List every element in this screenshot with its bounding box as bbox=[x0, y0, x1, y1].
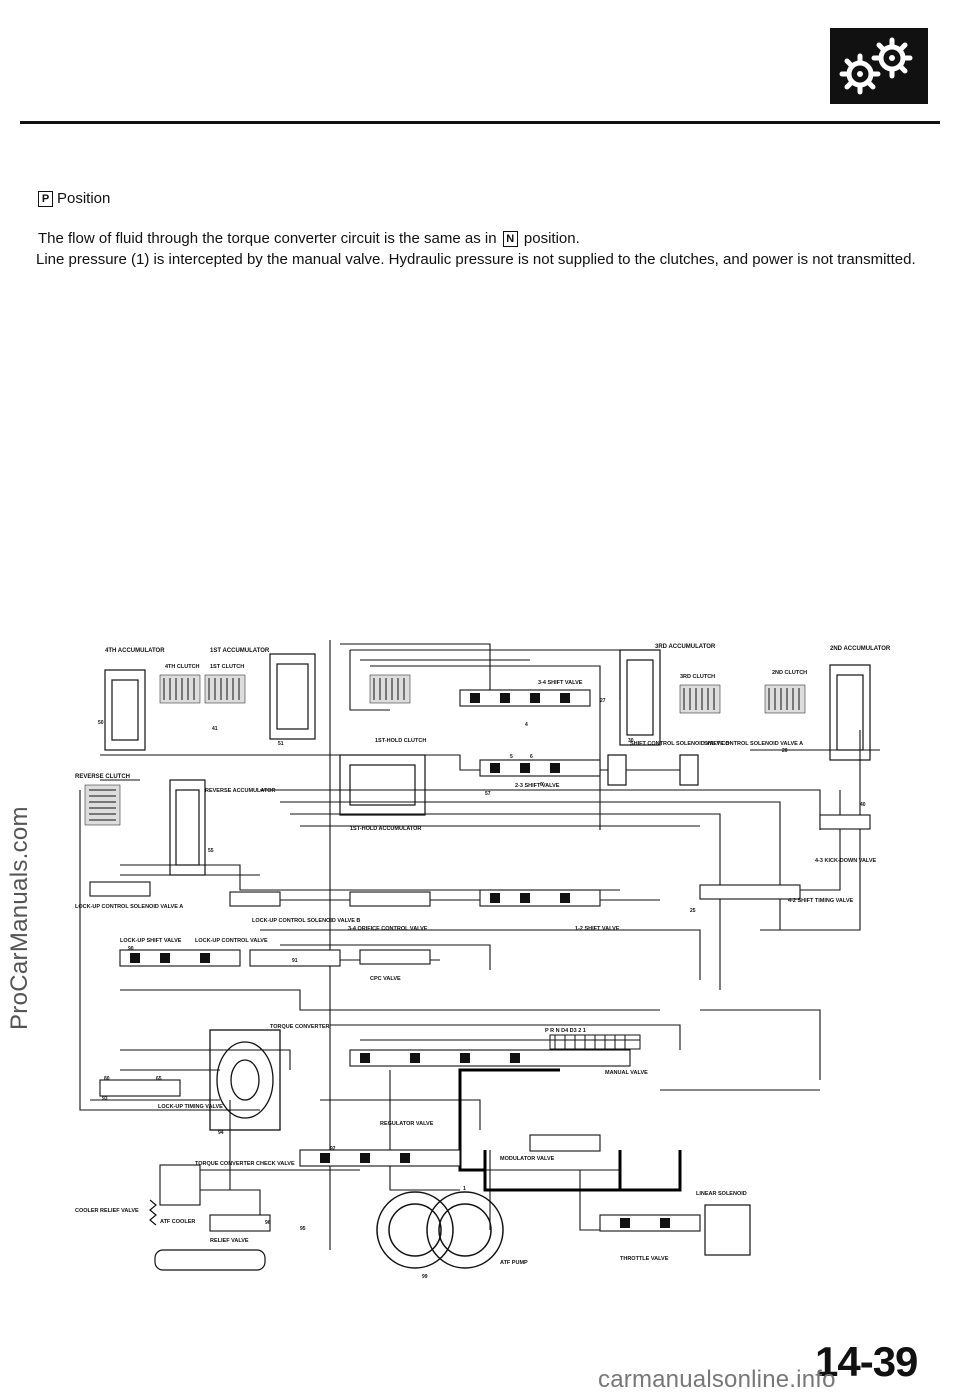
label-4-2-shift-timing-valve: 4-2 SHIFT TIMING VALVE bbox=[788, 898, 854, 904]
header-rule bbox=[20, 121, 940, 124]
label-modulator-valve: MODULATOR VALVE bbox=[500, 1156, 555, 1162]
gear-key-n: N bbox=[502, 231, 518, 247]
line-number: 40 bbox=[860, 802, 866, 808]
label-3-4-shift-valve: 3-4 SHIFT VALVE bbox=[538, 680, 583, 686]
line-number: 6 bbox=[530, 754, 533, 760]
label-3rd-clutch: 3RD CLUTCH bbox=[680, 674, 715, 680]
footer-url[interactable]: carmanualsonline.info bbox=[598, 1366, 836, 1393]
label-2nd-clutch: 2ND CLUTCH bbox=[772, 670, 807, 676]
line-number: 20 bbox=[782, 748, 788, 754]
label-regulator-valve: REGULATOR VALVE bbox=[380, 1121, 434, 1127]
label-2nd-accumulator: 2ND ACCUMULATOR bbox=[830, 646, 891, 652]
line-number: 25 bbox=[690, 908, 696, 914]
label-reverse-accumulator: REVERSE ACCUMULATOR bbox=[205, 788, 276, 794]
label-1st-hold-accumulator: 1ST-HOLD ACCUMULATOR bbox=[350, 826, 421, 832]
line-number: 94 bbox=[218, 1130, 224, 1136]
label-1st-hold-clutch: 1ST-HOLD CLUTCH bbox=[375, 738, 426, 744]
line-number: 4 bbox=[525, 722, 528, 728]
label-1st-clutch: 1ST CLUTCH bbox=[210, 664, 244, 670]
label-3-4-orifice-control-valve: 3-4 ORIFICE CONTROL VALVE bbox=[348, 926, 428, 932]
label-relief-valve: RELIEF VALVE bbox=[210, 1238, 249, 1244]
label-atf-pump: ATF PUMP bbox=[500, 1260, 528, 1266]
section-title: Position bbox=[57, 190, 111, 207]
label-manual-valve: MANUAL VALVE bbox=[605, 1070, 648, 1076]
label-lockup-control-valve: LOCK-UP CONTROL VALVE bbox=[195, 938, 268, 944]
line-number: 27 bbox=[600, 698, 606, 704]
label-lockup-timing-valve: LOCK-UP TIMING VALVE bbox=[158, 1104, 223, 1110]
line-number: 51 bbox=[278, 741, 284, 747]
watermark-text: ProCarManuals.com bbox=[6, 806, 33, 1030]
line-number: 99 bbox=[422, 1274, 428, 1280]
line-number: 5 bbox=[510, 754, 513, 760]
line-number: 57 bbox=[485, 791, 491, 797]
line-number: 96 bbox=[265, 1220, 271, 1226]
line-number: 92 bbox=[330, 1146, 336, 1152]
line-number: 30 bbox=[628, 738, 634, 744]
gears-logo-icon bbox=[830, 28, 928, 104]
label-shift-solenoid-b: SHIFT CONTROL SOLENOID VALVE B bbox=[630, 741, 729, 747]
label-1-2-shift-valve: 1-2 SHIFT VALVE bbox=[575, 926, 620, 932]
gear-key-p: P bbox=[38, 191, 53, 207]
line-number: 80 bbox=[104, 1076, 110, 1082]
label-reverse-clutch: REVERSE CLUTCH bbox=[75, 774, 130, 780]
line-number: 90 bbox=[128, 946, 134, 952]
label-shift-solenoid-a: SHIFT CONTROL SOLENOID VALVE A bbox=[704, 741, 803, 747]
paragraph-1: The flow of fluid through the torque con… bbox=[38, 230, 580, 247]
line-number: 91 bbox=[292, 958, 298, 964]
label-cooler-relief-valve: COOLER RELIEF VALVE bbox=[75, 1208, 139, 1214]
para1-end: position. bbox=[523, 230, 580, 247]
paragraph-2: Line pressure (1) is intercepted by the … bbox=[36, 251, 916, 268]
line-number: 55 bbox=[208, 848, 214, 854]
line-number: 6' bbox=[540, 782, 544, 788]
page-number: 14-39 bbox=[815, 1338, 918, 1385]
para1-text: The flow of fluid through the torque con… bbox=[38, 230, 497, 247]
label-torque-converter: TORQUE CONVERTER bbox=[270, 1024, 330, 1030]
label-tc-check-valve: TORQUE CONVERTER CHECK VALVE bbox=[195, 1161, 295, 1167]
line-number: 41 bbox=[212, 726, 218, 732]
label-4-3-kick-down-valve: 4-3 KICK-DOWN VALVE bbox=[815, 858, 877, 864]
hydraulic-circuit-diagram: 4TH ACCUMULATOR 1ST ACCUMULATOR 4TH CLUT… bbox=[60, 630, 900, 1290]
label-3rd-accumulator: 3RD ACCUMULATOR bbox=[655, 644, 716, 650]
label-cpc-valve: CPC VALVE bbox=[370, 976, 401, 982]
line-number: 95 bbox=[300, 1226, 306, 1232]
label-shift-positions: P R N D4 D3 2 1 bbox=[545, 1028, 586, 1034]
label-2-3-shift-valve: 2-3 SHIFT VALVE bbox=[515, 783, 560, 789]
label-lockup-solenoid-a: LOCK-UP CONTROL SOLENOID VALVE A bbox=[75, 904, 183, 910]
label-4th-clutch: 4TH CLUTCH bbox=[165, 664, 200, 670]
label-1st-accumulator: 1ST ACCUMULATOR bbox=[210, 648, 270, 654]
line-number: 93 bbox=[102, 1096, 108, 1102]
label-lockup-shift-valve: LOCK-UP SHIFT VALVE bbox=[120, 938, 182, 944]
label-4th-accumulator: 4TH ACCUMULATOR bbox=[105, 648, 165, 654]
line-number: 65 bbox=[156, 1076, 162, 1082]
line-number: 50 bbox=[98, 720, 104, 726]
label-linear-solenoid: LINEAR SOLENOID bbox=[696, 1191, 747, 1197]
label-atf-cooler: ATF COOLER bbox=[160, 1219, 195, 1225]
line-number: 1 bbox=[463, 1186, 466, 1192]
label-throttle-valve: THROTTLE VALVE bbox=[620, 1256, 669, 1262]
label-lockup-solenoid-b: LOCK-UP CONTROL SOLENOID VALVE B bbox=[252, 918, 360, 924]
